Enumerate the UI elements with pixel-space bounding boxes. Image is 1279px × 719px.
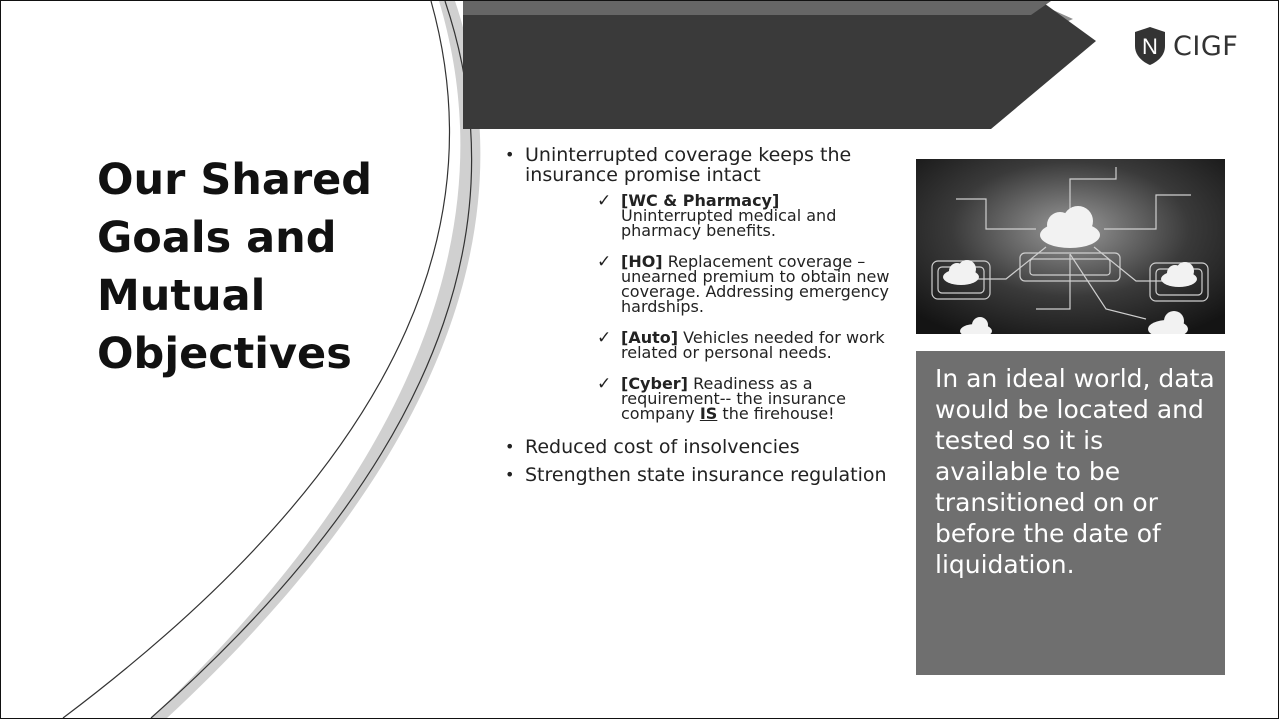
sub-tag: [HO]: [621, 252, 663, 271]
bullet-list: Uninterrupted coverage keeps the insuran…: [503, 145, 903, 493]
sub-text: Uninterrupted medical and pharmacy benef…: [621, 206, 837, 240]
callout-text: In an ideal world, data would be located…: [935, 364, 1215, 579]
sub-text: Replacement coverage – unearned premium …: [621, 252, 890, 316]
check-icon: ✓: [597, 191, 612, 211]
banner-top-strip: [463, 1, 1051, 15]
shield-icon: N: [1135, 27, 1165, 65]
bullet-text: Uninterrupted coverage keeps the insuran…: [525, 144, 852, 186]
cloud-network-photo: [916, 159, 1225, 334]
bullet-text: Reduced cost of insolvencies: [525, 436, 800, 458]
sub-item: ✓ [WC & Pharmacy] Uninterrupted medical …: [597, 191, 903, 240]
bullet-text: Strengthen state insurance regulation: [525, 464, 887, 486]
logo-text: CIGF: [1173, 30, 1239, 62]
sub-tag: [Auto]: [621, 328, 679, 347]
banner-dark: [463, 1, 1096, 129]
check-icon: ✓: [597, 374, 612, 394]
sub-item: ✓ [Cyber] Readiness as a requirement-- t…: [597, 374, 903, 423]
logo-letter: N: [1142, 34, 1158, 59]
curve-line-outer: [62, 1, 451, 718]
bullet-item: Strengthen state insurance regulation: [503, 465, 903, 485]
slide-title: Our Shared Goals and Mutual Objectives: [97, 155, 373, 379]
sub-text: Vehicles needed for work related or pers…: [621, 328, 885, 362]
bullet-item: Uninterrupted coverage keeps the insuran…: [503, 145, 903, 185]
sub-bullet-list: ✓ [WC & Pharmacy] Uninterrupted medical …: [597, 191, 903, 423]
ncigf-logo: N CIGF: [1133, 23, 1238, 69]
check-icon: ✓: [597, 252, 612, 272]
check-icon: ✓: [597, 328, 612, 348]
callout-box: In an ideal world, data would be located…: [916, 351, 1225, 675]
sub-text: the firehouse!: [722, 404, 835, 423]
bullet-item: Reduced cost of insolvencies: [503, 437, 903, 457]
sub-tag: [Cyber]: [621, 374, 688, 393]
sub-item: ✓ [HO] Replacement coverage – unearned p…: [597, 252, 903, 316]
sub-emphasis: IS: [699, 404, 718, 423]
sub-text: Readiness as a requirement-- the insuran…: [621, 374, 846, 423]
sub-tag: [WC & Pharmacy]: [621, 191, 780, 210]
sub-item: ✓ [Auto] Vehicles needed for work relate…: [597, 328, 903, 362]
